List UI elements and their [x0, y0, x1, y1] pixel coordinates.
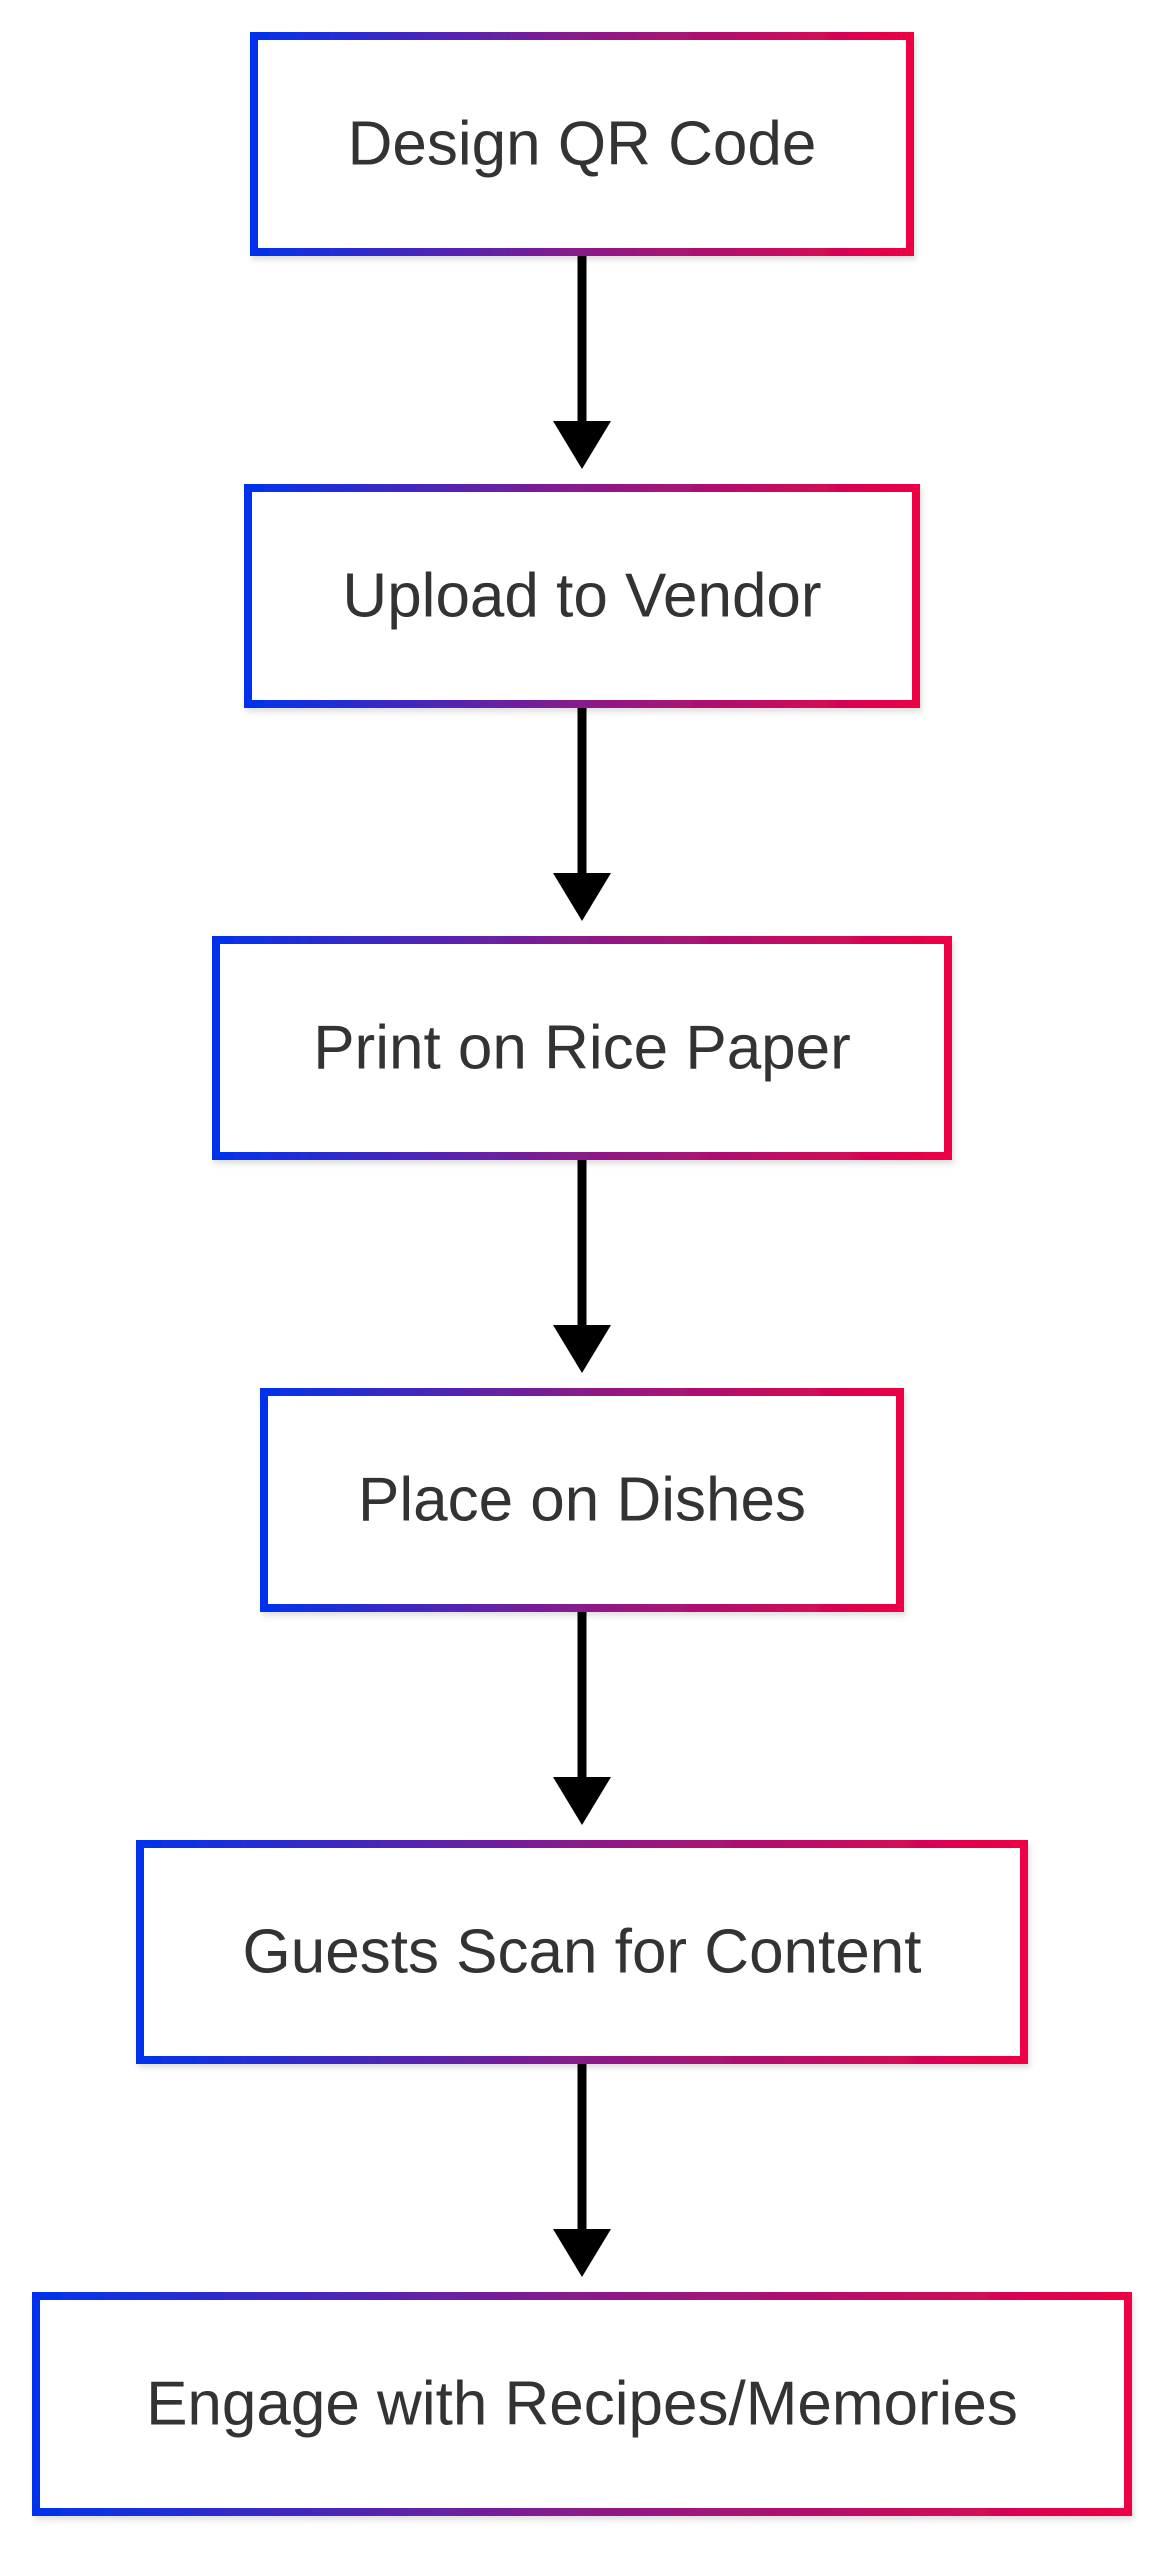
connector-step5-step6 — [553, 2063, 611, 2277]
step-label: Upload to Vendor — [342, 562, 821, 631]
step-node-design-qr-code: Design QR Code — [250, 32, 914, 256]
step-node-guests-scan-for-content: Guests Scan for Content — [136, 1840, 1028, 2064]
step-label: Print on Rice Paper — [313, 1014, 851, 1083]
connector-step4-step5 — [553, 1611, 611, 1825]
step-node-engage-with-recipes-memories: Engage with Recipes/Memories — [32, 2292, 1132, 2516]
connector-step3-step4 — [553, 1159, 611, 1373]
step-label: Place on Dishes — [358, 1466, 806, 1535]
step-label: Guests Scan for Content — [243, 1918, 922, 1987]
connector-step2-step3 — [553, 707, 611, 921]
step-node-upload-to-vendor: Upload to Vendor — [244, 484, 920, 708]
step-label: Design QR Code — [348, 110, 817, 179]
connector-step1-step2 — [553, 255, 611, 469]
step-label: Engage with Recipes/Memories — [146, 2370, 1018, 2439]
step-node-place-on-dishes: Place on Dishes — [260, 1388, 904, 1612]
step-node-print-on-rice-paper: Print on Rice Paper — [212, 936, 952, 1160]
